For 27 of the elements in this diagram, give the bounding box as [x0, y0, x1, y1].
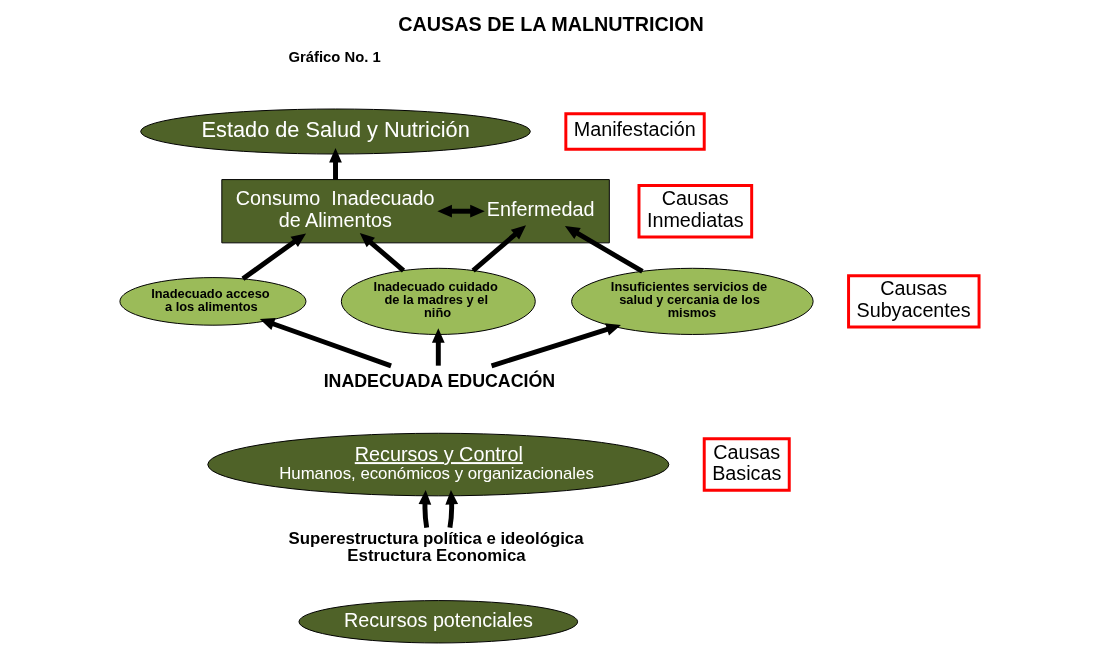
node-ellipse: Estado de Salud y Nutrición [139, 108, 531, 155]
arrow [444, 489, 458, 528]
arrow [471, 225, 526, 273]
label: Gráfico No. 1 [288, 49, 381, 66]
arrow [359, 233, 405, 273]
node-text: INADECUADA EDUCACIÓN [323, 371, 555, 392]
arrow [490, 323, 621, 369]
node-ellipse: Recursos y Control Humanos, económicos y organizacionales [206, 432, 669, 497]
node-ellipse: Inadecuado acceso a los alimentos [118, 277, 306, 326]
arrow [328, 147, 342, 180]
cluster [220, 179, 610, 244]
label: Causas Basicas [711, 440, 781, 485]
label: Causas Subyacentes [855, 277, 971, 322]
arrow [418, 489, 431, 528]
node-ellipse: Inadecuado cuidado de la madres y el niño [340, 267, 536, 335]
node-text: Consumo Inadecuado de Alimentos [235, 187, 435, 232]
arrow [259, 317, 392, 369]
diagram-title: CAUSAS DE LA MALNUTRICION [397, 13, 704, 36]
arrow [431, 328, 445, 366]
arrow [240, 233, 306, 281]
node-ellipse: Recursos potenciales [298, 600, 578, 644]
node-text: Enfermedad [486, 198, 594, 221]
arrow [564, 226, 644, 274]
label: Manifestación [573, 118, 696, 141]
node-text: Superestructura política e ideológica Estructura Economica [288, 529, 584, 565]
label: Causas Inmediatas [646, 187, 744, 232]
arrow [436, 204, 485, 218]
